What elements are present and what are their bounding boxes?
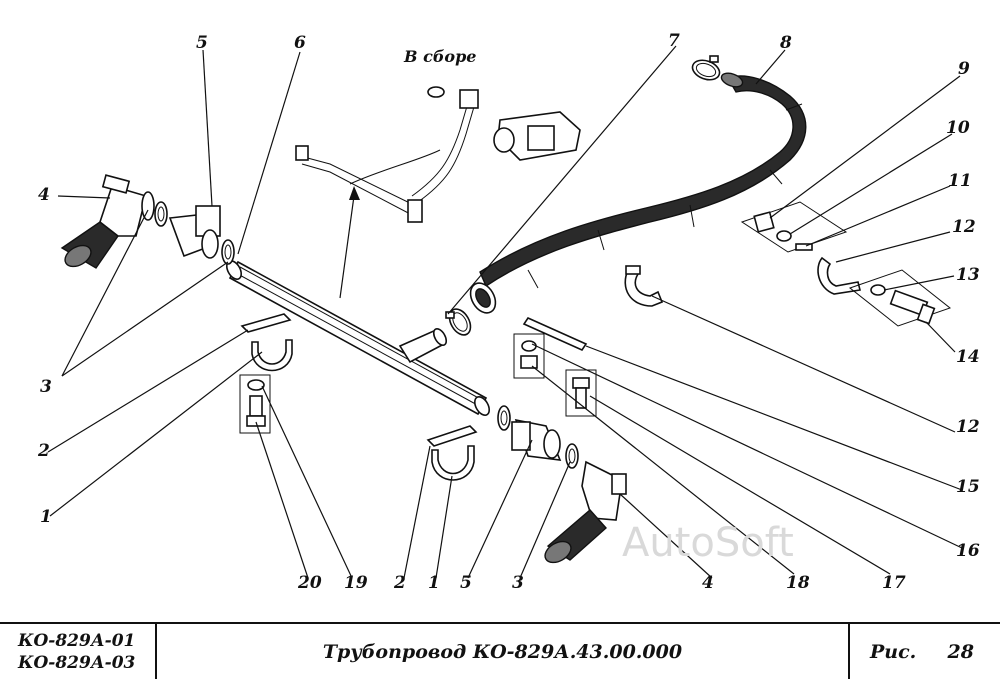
callout-12-bottom: 12 [956, 417, 980, 437]
callout-8: 8 [779, 33, 792, 53]
hose-clamp-upper [691, 55, 721, 81]
assembly-inset [295, 86, 581, 223]
callout-16: 16 [956, 541, 980, 561]
assembly-label: В сборе [403, 47, 476, 66]
bracket-left [240, 313, 293, 372]
model-designations: КО-829А-01 КО-829А-03 [0, 624, 157, 679]
callout-10: 10 [946, 118, 970, 138]
figure-label: Рис. [870, 640, 917, 663]
right-valve-assembly [497, 405, 627, 564]
callout-9: 9 [958, 59, 970, 79]
flexible-hose [469, 72, 807, 314]
exploded-pipeline-diagram: 5 6 7 8 9 10 11 12 13 14 4 3 2 1 12 15 1… [37, 31, 980, 593]
callout-6: 6 [294, 33, 306, 53]
callout-4-left: 4 [38, 185, 50, 205]
callout-1-left: 1 [40, 507, 52, 527]
model-designation: КО-829А-03 [18, 652, 136, 673]
bolt-set-right [565, 369, 597, 417]
callout-15: 15 [956, 477, 980, 497]
callout-14: 14 [956, 347, 980, 367]
watermark: AutoSoft [622, 520, 794, 566]
main-pipe [225, 260, 491, 416]
callout-2-left: 2 [37, 441, 50, 461]
drawing-title-text: Трубопровод КО-829А.43.00.000 [322, 640, 683, 663]
callout-1-bottom: 1 [428, 573, 440, 593]
callout-3-bottom: 3 [512, 573, 524, 593]
gasket-strip [522, 316, 588, 352]
model-designation: КО-829А-01 [18, 630, 136, 651]
callout-18: 18 [786, 573, 810, 593]
pipe-clamp-loose [624, 265, 664, 307]
clamp-hardware-set [740, 201, 952, 327]
hose-clamp-lower [445, 308, 472, 336]
bolt-set-left [239, 374, 271, 434]
callout-17: 17 [882, 573, 906, 593]
bracket-bottom [426, 425, 478, 481]
callout-2-bottom: 2 [393, 573, 406, 593]
drawing-title: Трубопровод КО-829А.43.00.000 [157, 624, 850, 679]
callout-3-left: 3 [40, 377, 52, 397]
left-valve-assembly [60, 174, 235, 269]
callout-13: 13 [956, 265, 980, 285]
callout-20: 20 [297, 573, 322, 593]
figure-reference: Рис. 28 [850, 624, 1000, 679]
callout-labels: 5 6 7 8 9 10 11 12 13 14 4 3 2 1 12 15 1… [37, 31, 980, 593]
callout-5-bottom: 5 [460, 573, 472, 593]
callout-19: 19 [344, 573, 368, 593]
callout-12-top: 12 [952, 217, 976, 237]
callout-7: 7 [668, 31, 680, 51]
leader-lines [47, 45, 963, 579]
assembly-arrow [339, 186, 360, 299]
nut-set-right [513, 333, 545, 379]
callout-4-bottom: 4 [702, 573, 714, 593]
callout-11: 11 [948, 171, 972, 191]
title-block: КО-829А-01 КО-829А-03 Трубопровод КО-829… [0, 622, 1000, 679]
callout-5-top: 5 [196, 33, 208, 53]
figure-number: 28 [947, 640, 974, 663]
